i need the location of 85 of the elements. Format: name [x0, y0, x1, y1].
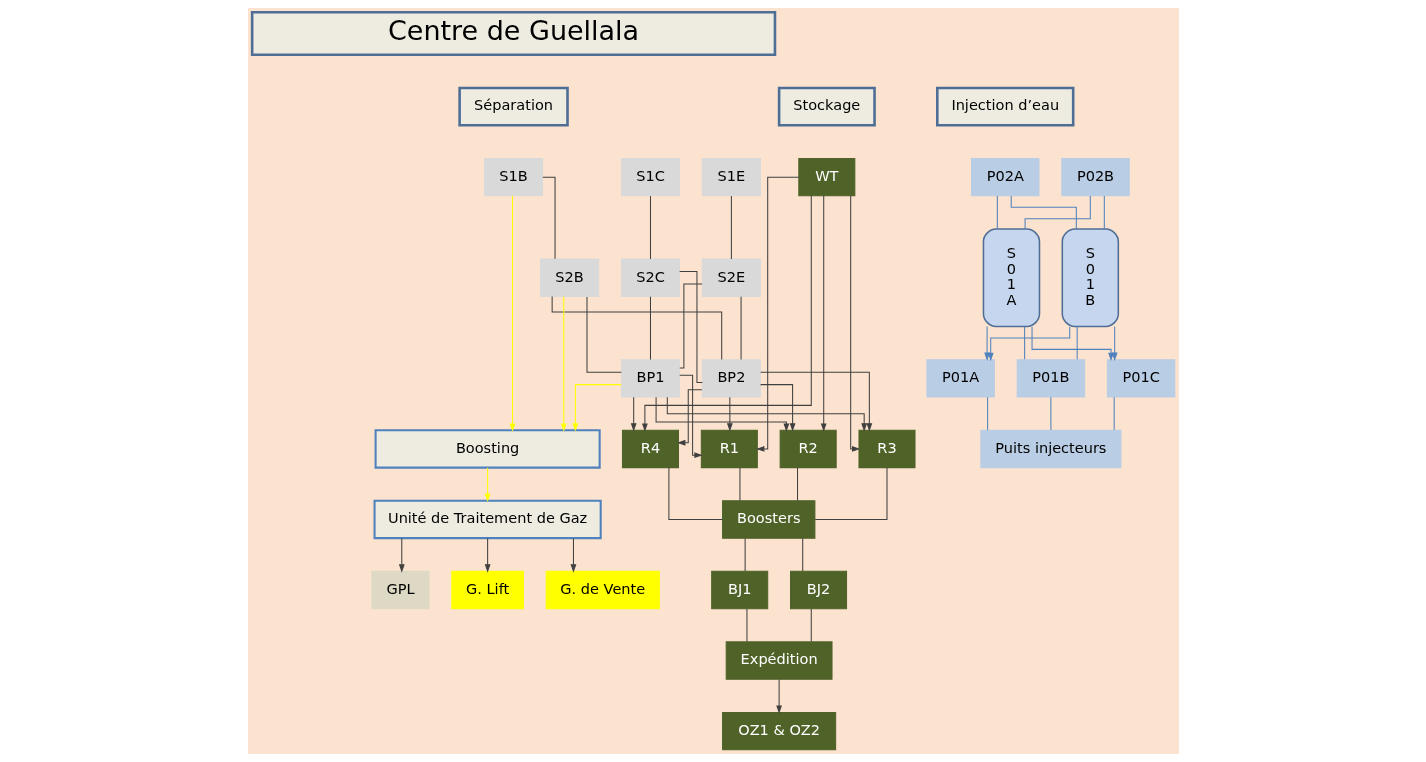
- node-box: Boosting: [374, 429, 601, 469]
- connector: [649, 296, 651, 361]
- arrow: [678, 374, 703, 459]
- connector: [744, 537, 746, 572]
- node-box: R4: [621, 429, 679, 469]
- arrow: [983, 326, 990, 361]
- connector: [1076, 326, 1078, 360]
- node-box: P01C: [1106, 359, 1175, 398]
- node-box: BJ2: [789, 570, 847, 610]
- arrow: [755, 176, 799, 452]
- connector: [541, 176, 556, 260]
- connector: [667, 467, 723, 520]
- connector: [649, 195, 651, 260]
- node-box: Séparation: [457, 86, 569, 127]
- arrow: [987, 326, 1070, 362]
- arrow: [849, 195, 860, 452]
- connector: [810, 608, 812, 643]
- arrow: [655, 396, 789, 432]
- arrow: [630, 396, 637, 432]
- arrow: [1111, 326, 1118, 361]
- node-box: Unité de Traitement de Gaz: [373, 499, 602, 540]
- node-box: S1E: [701, 157, 761, 197]
- arrow: [726, 396, 733, 432]
- connector: [801, 537, 803, 572]
- connector: [738, 467, 740, 502]
- node-box: P02A: [970, 157, 1039, 197]
- arrow: [570, 537, 576, 573]
- node-box: Centre de Guellala: [250, 10, 776, 57]
- node-box: WT: [797, 157, 855, 197]
- node-box: Stockage: [777, 86, 876, 127]
- node-box: OZ1 & OZ2: [721, 711, 836, 751]
- connector: [1023, 326, 1025, 360]
- connector: [1103, 195, 1105, 230]
- arrow: [398, 537, 405, 573]
- arrow: [666, 396, 867, 432]
- node-box: R2: [779, 429, 837, 469]
- node-box: P02B: [1060, 157, 1130, 197]
- connector: [796, 467, 798, 502]
- arrow: [759, 371, 872, 432]
- node-box: P01A: [925, 359, 995, 398]
- connector: [1024, 195, 1091, 230]
- connector: [1113, 396, 1115, 431]
- connector: [586, 296, 622, 373]
- node-box: S01B: [1061, 228, 1119, 328]
- arrow: [676, 389, 702, 446]
- node-box: S2E: [701, 258, 761, 297]
- node-box: G. de Vente: [545, 570, 660, 610]
- connector: [678, 271, 703, 384]
- connector: [1049, 396, 1051, 431]
- node-box: R3: [857, 429, 915, 469]
- node-box: Puits injecteurs: [979, 429, 1121, 469]
- connector: [551, 296, 722, 361]
- node-box: G. Lift: [450, 570, 524, 610]
- connector: [1010, 195, 1077, 230]
- node-box: S1C: [620, 157, 680, 197]
- arrow: [571, 384, 622, 432]
- node-box: S1B: [483, 157, 543, 197]
- arrow: [775, 678, 782, 714]
- arrow: [484, 467, 491, 503]
- node-box: Expédition: [725, 641, 833, 680]
- node-box: Injection d’eau: [935, 86, 1074, 127]
- node-box: GPL: [370, 570, 430, 610]
- node-box: S2B: [539, 258, 599, 297]
- connector: [740, 296, 742, 361]
- connector: [678, 283, 703, 369]
- arrow: [820, 195, 827, 432]
- arrow: [759, 384, 795, 432]
- node-box: S01A: [982, 228, 1040, 328]
- node-box: BP2: [701, 359, 761, 398]
- connector: [996, 195, 998, 230]
- arrow: [641, 195, 812, 432]
- node-box: S2C: [620, 258, 680, 297]
- node-box: BP1: [620, 359, 680, 398]
- connector: [730, 195, 732, 260]
- connector: [814, 467, 887, 520]
- arrow: [484, 537, 491, 573]
- node-box: BJ1: [710, 570, 768, 610]
- node-box: P01B: [1016, 359, 1085, 398]
- arrow: [509, 195, 515, 432]
- arrow: [1031, 326, 1114, 362]
- arrow: [560, 296, 567, 432]
- connector: [745, 608, 747, 643]
- node-box: Boosters: [721, 500, 815, 539]
- node-box: R1: [700, 429, 758, 469]
- connector: [986, 396, 988, 431]
